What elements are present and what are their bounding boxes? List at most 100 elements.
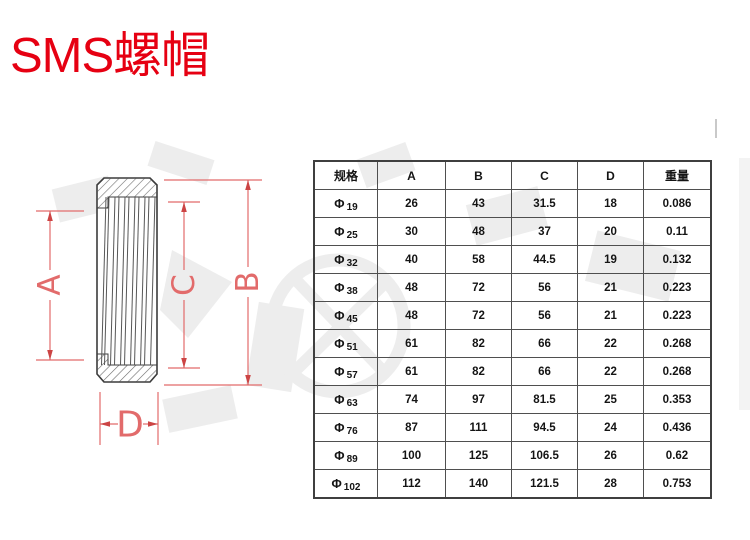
value-cell-c: 37 — [511, 217, 578, 246]
phi-symbol: Φ — [334, 336, 345, 351]
value-cell-a: 61 — [377, 329, 446, 358]
value-cell-c: 121.5 — [511, 469, 578, 499]
spec-size: 45 — [346, 313, 358, 325]
value-cell-weight: 0.353 — [643, 385, 712, 414]
col-header-b: B — [445, 160, 512, 190]
dimension-c: C — [166, 201, 202, 369]
value-cell-b: 72 — [445, 273, 512, 302]
value-cell-c: 31.5 — [511, 189, 578, 218]
phi-symbol: Φ — [334, 448, 345, 463]
phi-symbol: Φ — [334, 224, 345, 239]
value-cell-a: 100 — [377, 441, 446, 470]
dim-label-c: C — [166, 274, 202, 296]
nut-knurl-lines — [101, 196, 156, 366]
value-cell-b: 72 — [445, 301, 512, 330]
value-cell-c: 56 — [511, 273, 578, 302]
col-header-spec: 规格 — [313, 160, 378, 190]
value-cell-b: 48 — [445, 217, 512, 246]
value-cell-d: 19 — [577, 245, 644, 274]
value-cell-c: 44.5 — [511, 245, 578, 274]
value-cell-d: 25 — [577, 385, 644, 414]
value-cell-weight: 0.223 — [643, 273, 712, 302]
value-cell-d: 20 — [577, 217, 644, 246]
value-cell-d: 24 — [577, 413, 644, 442]
value-cell-a: 40 — [377, 245, 446, 274]
value-cell-c: 106.5 — [511, 441, 578, 470]
value-cell-b: 43 — [445, 189, 512, 218]
value-cell-b: 140 — [445, 469, 512, 499]
value-cell-b: 82 — [445, 329, 512, 358]
value-cell-weight: 0.223 — [643, 301, 712, 330]
value-cell-b: 125 — [445, 441, 512, 470]
value-cell-a: 112 — [377, 469, 446, 499]
phi-symbol: Φ — [334, 392, 345, 407]
value-cell-a: 74 — [377, 385, 446, 414]
spec-size: 63 — [346, 397, 358, 409]
value-cell-b: 111 — [445, 413, 512, 442]
value-cell-c: 94.5 — [511, 413, 578, 442]
nut-drawing — [96, 177, 158, 383]
dim-label-a: A — [32, 274, 68, 295]
value-cell-c: 66 — [511, 329, 578, 358]
spec-size: 57 — [346, 369, 358, 381]
value-cell-a: 61 — [377, 357, 446, 386]
value-cell-d: 18 — [577, 189, 644, 218]
value-cell-c: 56 — [511, 301, 578, 330]
value-cell-d: 22 — [577, 357, 644, 386]
dim-label-d: D — [116, 405, 144, 446]
right-edge-shade — [739, 158, 750, 410]
value-cell-a: 48 — [377, 273, 446, 302]
value-cell-c: 66 — [511, 357, 578, 386]
value-cell-d: 22 — [577, 329, 644, 358]
spec-size: 102 — [343, 481, 361, 493]
value-cell-d: 21 — [577, 273, 644, 302]
value-cell-weight: 0.753 — [643, 469, 712, 499]
value-cell-b: 97 — [445, 385, 512, 414]
dimension-a: A — [32, 210, 84, 361]
value-cell-weight: 0.436 — [643, 413, 712, 442]
value-cell-a: 26 — [377, 189, 446, 218]
spec-size: 19 — [346, 201, 358, 213]
phi-symbol: Φ — [334, 280, 345, 295]
value-cell-a: 48 — [377, 301, 446, 330]
value-cell-d: 28 — [577, 469, 644, 499]
gray-tick-mark — [715, 119, 717, 138]
phi-symbol: Φ — [334, 196, 345, 211]
value-cell-c: 81.5 — [511, 385, 578, 414]
phi-symbol: Φ — [334, 308, 345, 323]
spec-table-header: 规格 A B C D 重量 — [313, 160, 712, 190]
value-cell-weight: 0.11 — [643, 217, 712, 246]
value-cell-b: 82 — [445, 357, 512, 386]
spec-size: 32 — [346, 257, 358, 269]
nut-top-hatch — [96, 177, 158, 209]
spec-size: 51 — [346, 341, 358, 353]
col-header-c: C — [511, 160, 578, 190]
spec-size: 25 — [346, 229, 358, 241]
dimension-b: B — [164, 179, 266, 386]
phi-symbol: Φ — [331, 476, 342, 491]
value-cell-weight: 0.268 — [643, 357, 712, 386]
value-cell-a: 30 — [377, 217, 446, 246]
phi-symbol: Φ — [334, 252, 345, 267]
spec-size: 89 — [346, 453, 358, 465]
